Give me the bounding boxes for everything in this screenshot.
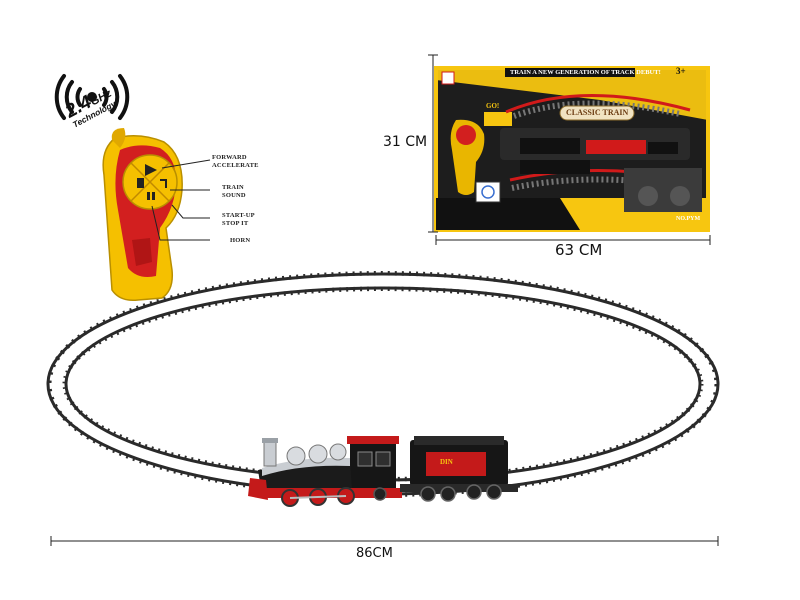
power-icon (147, 192, 155, 200)
tender-car (400, 436, 518, 502)
box-brand: CLASSIC TRAIN (566, 108, 629, 117)
forward-icon (145, 164, 157, 176)
label-startup: START-UP (222, 212, 255, 219)
box-age: 3+ (676, 66, 686, 76)
box-width-label: 63 CM (555, 241, 603, 259)
sound-icon (160, 179, 167, 188)
box-item-number: NO.PYM (676, 216, 701, 222)
dimension-lines (50, 54, 719, 546)
horn-icon (137, 178, 144, 188)
remote-controller (54, 74, 183, 302)
label-forward-accelerate: FORWARD ACCELERATE (212, 154, 259, 169)
tender-label: DIN (440, 458, 453, 466)
label-forward: FORWARD (212, 154, 247, 161)
label-train-sound: TRAIN SOUND (222, 184, 246, 199)
locomotive (248, 436, 402, 507)
label-accelerate: ACCELERATE (212, 161, 259, 169)
label-train: TRAIN (222, 184, 244, 191)
product-box (434, 66, 710, 232)
track-width-label: 86CM (356, 546, 393, 561)
box-headline: TRAIN A NEW GENERATION OF TRACK DEBUT! (510, 69, 661, 76)
toy-train (248, 436, 518, 507)
box-go: GO! (486, 102, 500, 110)
box-height-label: 31 CM (383, 134, 428, 150)
label-sound: SOUND (222, 191, 246, 199)
signal-icon (54, 74, 130, 120)
label-horn: HORN (230, 237, 251, 244)
label-startup-stop: START-UP STOP IT (222, 212, 255, 227)
remote-leader-lines (151, 159, 211, 241)
label-stop: STOP IT (222, 219, 249, 227)
